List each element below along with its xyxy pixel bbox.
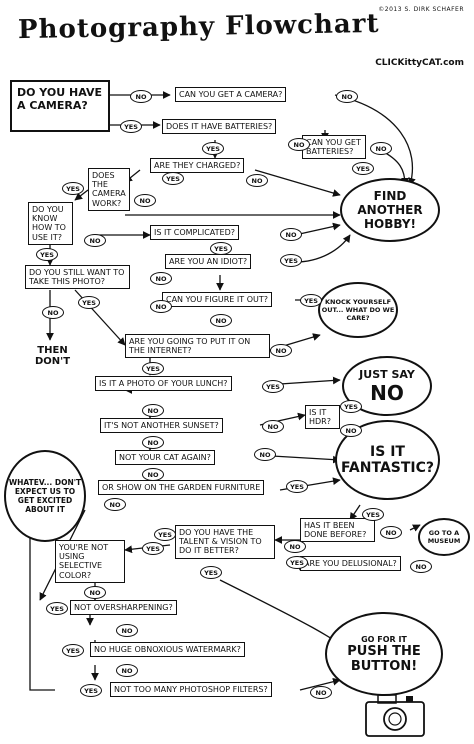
badge-no: NO — [280, 228, 302, 241]
badge-no: NO — [104, 498, 126, 511]
badge-no: NO — [150, 272, 172, 285]
badge-no: NO — [134, 194, 156, 207]
badge-no: NO — [116, 624, 138, 637]
badge-yes: YES — [210, 242, 232, 255]
badge-no: NO — [246, 174, 268, 187]
badge-yes: YES — [202, 142, 224, 155]
badge-yes: YES — [262, 380, 284, 393]
question-selective-color: You're not using selective color? — [55, 540, 125, 583]
question-internet: Are you going to put it on the internet? — [125, 334, 270, 359]
question-charged: Are they charged? — [150, 158, 245, 174]
question-hdr: Is it HDR? — [305, 405, 340, 430]
badge-yes: YES — [36, 248, 58, 261]
question-get-camera: Can you get a camera? — [175, 87, 287, 103]
outcome-find-hobby: Find another hobby! — [340, 178, 440, 242]
badge-yes: YES — [62, 182, 84, 195]
badge-no: NO — [150, 300, 172, 313]
outcome-push-button: Go for it Push the button! — [325, 612, 443, 696]
question-cat: Not your cat again? — [115, 450, 215, 466]
badge-yes: YES — [200, 566, 222, 579]
badge-no: NO — [254, 448, 276, 461]
question-photoshop: Not too many Photoshop filters? — [110, 682, 272, 698]
badge-no: NO — [84, 586, 106, 599]
badge-yes: YES — [340, 400, 362, 413]
badge-yes: YES — [154, 528, 176, 541]
badge-no: NO — [116, 664, 138, 677]
badge-no: NO — [410, 560, 432, 573]
badge-no: NO — [84, 234, 106, 247]
outcome-then-dont: Then don't — [34, 345, 71, 367]
badge-no: NO — [262, 420, 284, 433]
badge-yes: YES — [80, 684, 102, 697]
badge-yes: YES — [280, 254, 302, 267]
badge-yes: YES — [142, 362, 164, 375]
badge-no: NO — [42, 306, 64, 319]
question-done-before: Has it been done before? — [300, 518, 375, 543]
badge-no: NO — [142, 468, 164, 481]
badge-yes: YES — [362, 508, 384, 521]
question-figure-out: Can you figure it out? — [162, 292, 272, 308]
badge-yes: YES — [120, 120, 142, 133]
question-idiot: Are you an idiot? — [165, 254, 252, 270]
question-batteries: Does it have batteries? — [162, 119, 277, 135]
question-lunch: Is it a photo of your lunch? — [95, 376, 232, 392]
copyright-credit: ©2013 S. DIRK SCHAFER — [378, 6, 464, 13]
badge-yes: YES — [142, 542, 164, 555]
badge-no: NO — [340, 424, 362, 437]
badge-yes: YES — [162, 172, 184, 185]
outcome-museum: Go to a museum — [418, 518, 470, 556]
question-complicated: Is it complicated? — [150, 225, 239, 241]
question-start: Do you have a camera? — [10, 80, 110, 132]
badge-yes: YES — [352, 162, 374, 175]
question-talent: Do you have the talent & vision to do it… — [175, 525, 275, 559]
badge-no: NO — [270, 344, 292, 357]
question-still-want: Do you still want to take this photo? — [25, 265, 130, 290]
badge-no: NO — [142, 436, 164, 449]
badge-no: NO — [288, 138, 310, 151]
badge-no: NO — [380, 526, 402, 539]
badge-no: NO — [130, 90, 152, 103]
badge-yes: YES — [300, 294, 322, 307]
question-know-how: Do you know how to use it? — [28, 202, 73, 245]
badge-no: NO — [210, 314, 232, 327]
badge-no: NO — [310, 686, 332, 699]
question-oversharpening: Not oversharpening? — [70, 600, 177, 616]
outcome-knock-yourself-out: Knock yourself out... what do we care? — [318, 282, 398, 338]
question-sunset: It's not another sunset? — [100, 418, 223, 434]
badge-yes: YES — [286, 480, 308, 493]
question-get-batteries: Can you get batteries? — [302, 135, 366, 160]
badge-yes: YES — [46, 602, 68, 615]
question-garden: Or show on the garden furniture — [98, 480, 265, 496]
badge-yes: YES — [286, 556, 308, 569]
badge-yes: YES — [62, 644, 84, 657]
question-watermark: No huge obnoxious watermark? — [90, 642, 245, 658]
badge-yes: YES — [78, 296, 100, 309]
badge-no: NO — [142, 404, 164, 417]
site-credit: CLICKittyCAT.com — [375, 58, 464, 68]
badge-no: NO — [370, 142, 392, 155]
badge-no: NO — [284, 540, 306, 553]
outcome-whatev: Whatev... don't expect us to get excited… — [4, 450, 86, 542]
question-camera-work: Does the camera work? — [88, 168, 130, 211]
badge-no: NO — [336, 90, 358, 103]
